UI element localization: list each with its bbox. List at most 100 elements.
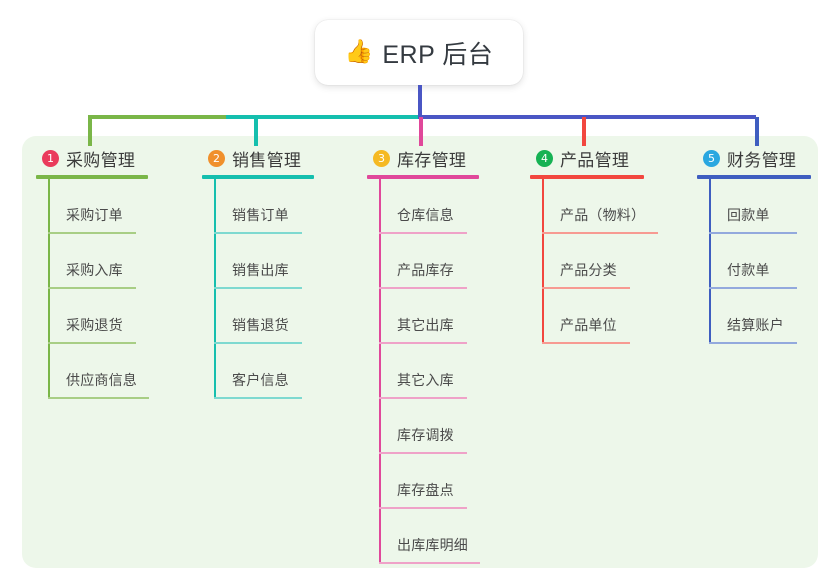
list-item[interactable]: 付款单 (697, 234, 811, 289)
list-item-label: 其它出库 (397, 317, 454, 333)
branch-column-5: 5 财务管理回款单付款单结算账户 (697, 146, 811, 344)
branch-header-rule-4 (530, 175, 644, 179)
branch-column-2: 2 销售管理销售订单销售出库销售退货客户信息 (202, 146, 314, 399)
branch-stem-2 (214, 179, 216, 399)
list-item-rule (709, 232, 797, 234)
branch-title-1: 采购管理 (66, 150, 136, 170)
list-item-rule (214, 287, 302, 289)
list-item-label: 产品单位 (560, 317, 617, 333)
branch-header-rule-5 (697, 175, 811, 179)
list-item-label: 产品（物料） (560, 207, 646, 223)
list-item-rule (709, 342, 797, 344)
branch-title-5: 财务管理 (727, 150, 797, 170)
list-item-rule (379, 342, 467, 344)
list-item[interactable]: 出库库明细 (367, 509, 480, 564)
list-item[interactable]: 客户信息 (202, 344, 314, 399)
list-item-rule (542, 287, 630, 289)
list-item[interactable]: 其它入库 (367, 344, 479, 399)
list-item-rule (48, 397, 149, 399)
list-item[interactable]: 库存盘点 (367, 454, 479, 509)
branch-badge-5: 5 (703, 149, 720, 167)
list-item-label: 产品分类 (560, 262, 617, 278)
list-item-rule (542, 342, 630, 344)
bus-segment-green (88, 115, 226, 119)
list-item-label: 库存调拨 (397, 427, 454, 443)
branches-panel (22, 136, 818, 568)
list-item[interactable]: 销售退货 (202, 289, 314, 344)
list-item-rule (48, 342, 136, 344)
branch-header-rule-3 (367, 175, 479, 179)
list-item-label: 结算账户 (727, 317, 784, 333)
list-item-label: 回款单 (727, 207, 770, 223)
list-item-label: 库存盘点 (397, 482, 454, 498)
branch-title-3: 库存管理 (397, 150, 467, 170)
bus-segment-blue (418, 115, 756, 119)
branch-column-4: 4 产品管理产品（物料） 产品分类产品单位 (530, 146, 658, 344)
list-item-rule (48, 232, 136, 234)
root-node[interactable]: 👍 ERP 后台 (315, 20, 523, 85)
root-title: ERP 后台 (382, 40, 494, 69)
list-item-rule (379, 562, 480, 564)
list-item-rule (214, 232, 302, 234)
drop-connector-5 (755, 117, 759, 146)
list-item-label: 其它入库 (397, 372, 454, 388)
branch-header-rule-1 (36, 175, 148, 179)
branch-stem-5 (709, 179, 711, 344)
list-item-label: 采购入库 (66, 262, 123, 278)
list-item[interactable]: 库存调拨 (367, 399, 479, 454)
list-item[interactable]: 结算账户 (697, 289, 811, 344)
list-item-label: 供应商信息 (66, 372, 137, 388)
list-item-rule (379, 507, 467, 509)
branch-stem-1 (48, 179, 50, 399)
branch-badge-3: 3 (373, 149, 390, 167)
branch-items-1: 采购订单采购入库采购退货供应商信息 (36, 179, 149, 399)
list-item-label: 产品库存 (397, 262, 454, 278)
branch-stem-4 (542, 179, 544, 344)
list-item-rule (379, 452, 467, 454)
list-item[interactable]: 产品库存 (367, 234, 479, 289)
list-item[interactable]: 采购退货 (36, 289, 148, 344)
list-item-rule (214, 397, 302, 399)
list-item-label: 付款单 (727, 262, 770, 278)
list-item-label: 出库库明细 (397, 537, 468, 553)
list-item[interactable]: 回款单 (697, 179, 811, 234)
list-item[interactable]: 销售订单 (202, 179, 314, 234)
list-item[interactable]: 其它出库 (367, 289, 479, 344)
list-item-rule (379, 232, 467, 234)
branch-header-5[interactable]: 5 财务管理 (697, 146, 811, 170)
list-item-rule (48, 287, 136, 289)
list-item-rule (709, 287, 797, 289)
branch-column-3: 3 库存管理仓库信息产品库存其它出库其它入库库存调拨库存盘点出库库明细 (367, 146, 480, 564)
list-item[interactable]: 供应商信息 (36, 344, 149, 399)
list-item-rule (542, 232, 658, 234)
list-item[interactable]: 采购订单 (36, 179, 148, 234)
branch-header-4[interactable]: 4 产品管理 (530, 146, 644, 170)
list-item-label: 销售退货 (232, 317, 289, 333)
list-item[interactable]: 产品单位 (530, 289, 644, 344)
list-item[interactable]: 仓库信息 (367, 179, 479, 234)
list-item[interactable]: 采购入库 (36, 234, 148, 289)
list-item-label: 仓库信息 (397, 207, 454, 223)
list-item[interactable]: 销售出库 (202, 234, 314, 289)
branch-title-2: 销售管理 (232, 150, 302, 170)
list-item-label: 销售订单 (232, 207, 289, 223)
branch-header-2[interactable]: 2 销售管理 (202, 146, 314, 170)
drop-connector-3 (419, 117, 423, 146)
branch-badge-2: 2 (208, 149, 225, 167)
drop-connector-1 (88, 117, 92, 146)
list-item[interactable]: 产品分类 (530, 234, 644, 289)
branch-header-3[interactable]: 3 库存管理 (367, 146, 479, 170)
branch-stem-3 (379, 179, 381, 564)
list-item-label: 销售出库 (232, 262, 289, 278)
branch-items-4: 产品（物料） 产品分类产品单位 (530, 179, 658, 344)
thumbs-up-icon: 👍 (344, 39, 374, 65)
list-item-rule (379, 397, 467, 399)
branch-badge-4: 4 (536, 149, 553, 167)
list-item[interactable]: 产品（物料） (530, 179, 658, 234)
list-item-label: 采购退货 (66, 317, 123, 333)
branch-title-4: 产品管理 (560, 150, 630, 170)
drop-connector-2 (254, 117, 258, 146)
